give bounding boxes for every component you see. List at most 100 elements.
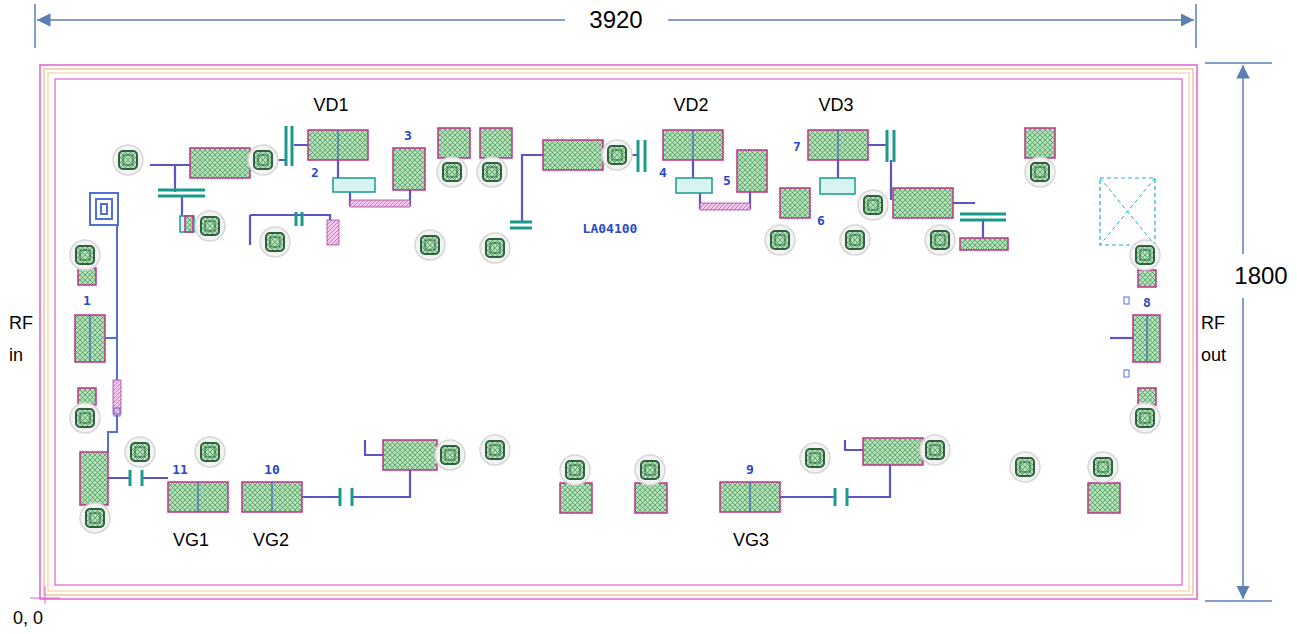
via bbox=[70, 403, 100, 433]
capacitor-pad bbox=[383, 440, 437, 470]
via bbox=[435, 440, 465, 470]
capacitor bbox=[835, 488, 847, 506]
origin-mark bbox=[30, 598, 60, 599]
pin-name: VG3 bbox=[733, 530, 769, 551]
via bbox=[248, 145, 278, 175]
dimension-tick bbox=[1195, 4, 1197, 48]
wire bbox=[1110, 337, 1133, 339]
callout-number: 11 bbox=[171, 462, 189, 477]
capacitor bbox=[340, 488, 352, 506]
dc-pad bbox=[393, 148, 425, 190]
callout-number: 3 bbox=[403, 128, 413, 143]
dc-pad bbox=[560, 483, 592, 513]
via bbox=[840, 225, 870, 255]
callout-number: 6 bbox=[816, 213, 826, 228]
alignment-mark bbox=[114, 408, 120, 416]
test-structure bbox=[1100, 178, 1155, 245]
mim-capacitor bbox=[820, 178, 855, 194]
capacitor bbox=[887, 130, 894, 162]
dc-pad bbox=[438, 128, 470, 158]
via bbox=[477, 157, 507, 187]
via bbox=[1130, 240, 1160, 270]
via bbox=[560, 455, 590, 485]
port-name: RF out bbox=[1201, 307, 1235, 371]
dimension-line bbox=[1242, 298, 1244, 599]
resistor-strip bbox=[327, 220, 339, 245]
callout-number: 8 bbox=[1142, 295, 1152, 310]
dimension-label: 3920 bbox=[585, 6, 646, 34]
mim-capacitor bbox=[333, 178, 375, 192]
callout-number: 9 bbox=[745, 462, 755, 477]
via bbox=[920, 435, 950, 465]
dimension-tick bbox=[1205, 62, 1272, 64]
capacitor bbox=[130, 470, 142, 486]
chip-edge bbox=[55, 79, 1182, 585]
mim-capacitor bbox=[676, 178, 712, 193]
callout-number: 5 bbox=[722, 173, 732, 188]
alignment-mark bbox=[1124, 370, 1129, 377]
via bbox=[80, 503, 110, 533]
capacitor-pad bbox=[893, 188, 953, 218]
via bbox=[125, 437, 155, 467]
via bbox=[925, 225, 955, 255]
via bbox=[858, 190, 888, 220]
test-structure bbox=[1100, 178, 1155, 245]
capacitor bbox=[286, 126, 292, 166]
pin-name: VG1 bbox=[173, 530, 209, 551]
mim-capacitor bbox=[180, 216, 194, 232]
dimension-tick bbox=[34, 4, 36, 48]
via bbox=[635, 455, 665, 485]
resistor-strip bbox=[700, 203, 750, 210]
callout-number: 4 bbox=[658, 165, 668, 180]
capacitor bbox=[510, 222, 532, 228]
via bbox=[602, 140, 632, 170]
via bbox=[415, 230, 445, 260]
via bbox=[1025, 157, 1055, 187]
dc-pad bbox=[480, 128, 512, 158]
capacitor-pad bbox=[190, 148, 250, 178]
via bbox=[70, 240, 100, 270]
port-name: RF in bbox=[9, 307, 39, 371]
capacitor-pad bbox=[960, 238, 1008, 250]
capacitor bbox=[960, 214, 1006, 220]
callout-number: 7 bbox=[792, 139, 802, 154]
origin-mark bbox=[45, 586, 46, 604]
spiral-inductor bbox=[90, 193, 118, 225]
via bbox=[1088, 452, 1118, 482]
rf-line bbox=[105, 225, 117, 452]
via bbox=[260, 227, 290, 257]
capacitor-pad bbox=[543, 140, 603, 170]
dc-pad bbox=[780, 188, 810, 218]
dimension-label: 1800 bbox=[1230, 262, 1291, 290]
capacitor-pad bbox=[863, 438, 923, 465]
chip-edge bbox=[48, 73, 1189, 591]
callout-number: 10 bbox=[263, 462, 281, 477]
wire bbox=[150, 165, 190, 192]
via bbox=[480, 435, 510, 465]
capacitor bbox=[296, 212, 302, 226]
resistor-strip bbox=[350, 200, 410, 207]
callout-number: 2 bbox=[310, 165, 320, 180]
pin-name: VD3 bbox=[818, 95, 853, 116]
dc-pad bbox=[737, 150, 767, 192]
chip-edge bbox=[44, 69, 1193, 595]
pin-name: VD2 bbox=[673, 95, 708, 116]
wire bbox=[108, 477, 168, 479]
dc-pad bbox=[635, 483, 667, 513]
alignment-mark bbox=[1124, 297, 1129, 304]
dc-pad bbox=[1025, 128, 1055, 158]
via bbox=[113, 145, 143, 175]
via bbox=[195, 437, 225, 467]
callout-number: 1 bbox=[82, 293, 92, 308]
via bbox=[1010, 452, 1040, 482]
dimension-line bbox=[37, 19, 565, 21]
capacitor bbox=[638, 140, 645, 172]
pin-name: VG2 bbox=[253, 530, 289, 551]
pin-name: VD1 bbox=[313, 95, 348, 116]
via bbox=[480, 233, 510, 263]
via bbox=[765, 225, 795, 255]
chip-name: LA04100 bbox=[582, 221, 639, 236]
dc-pad bbox=[1088, 483, 1120, 513]
